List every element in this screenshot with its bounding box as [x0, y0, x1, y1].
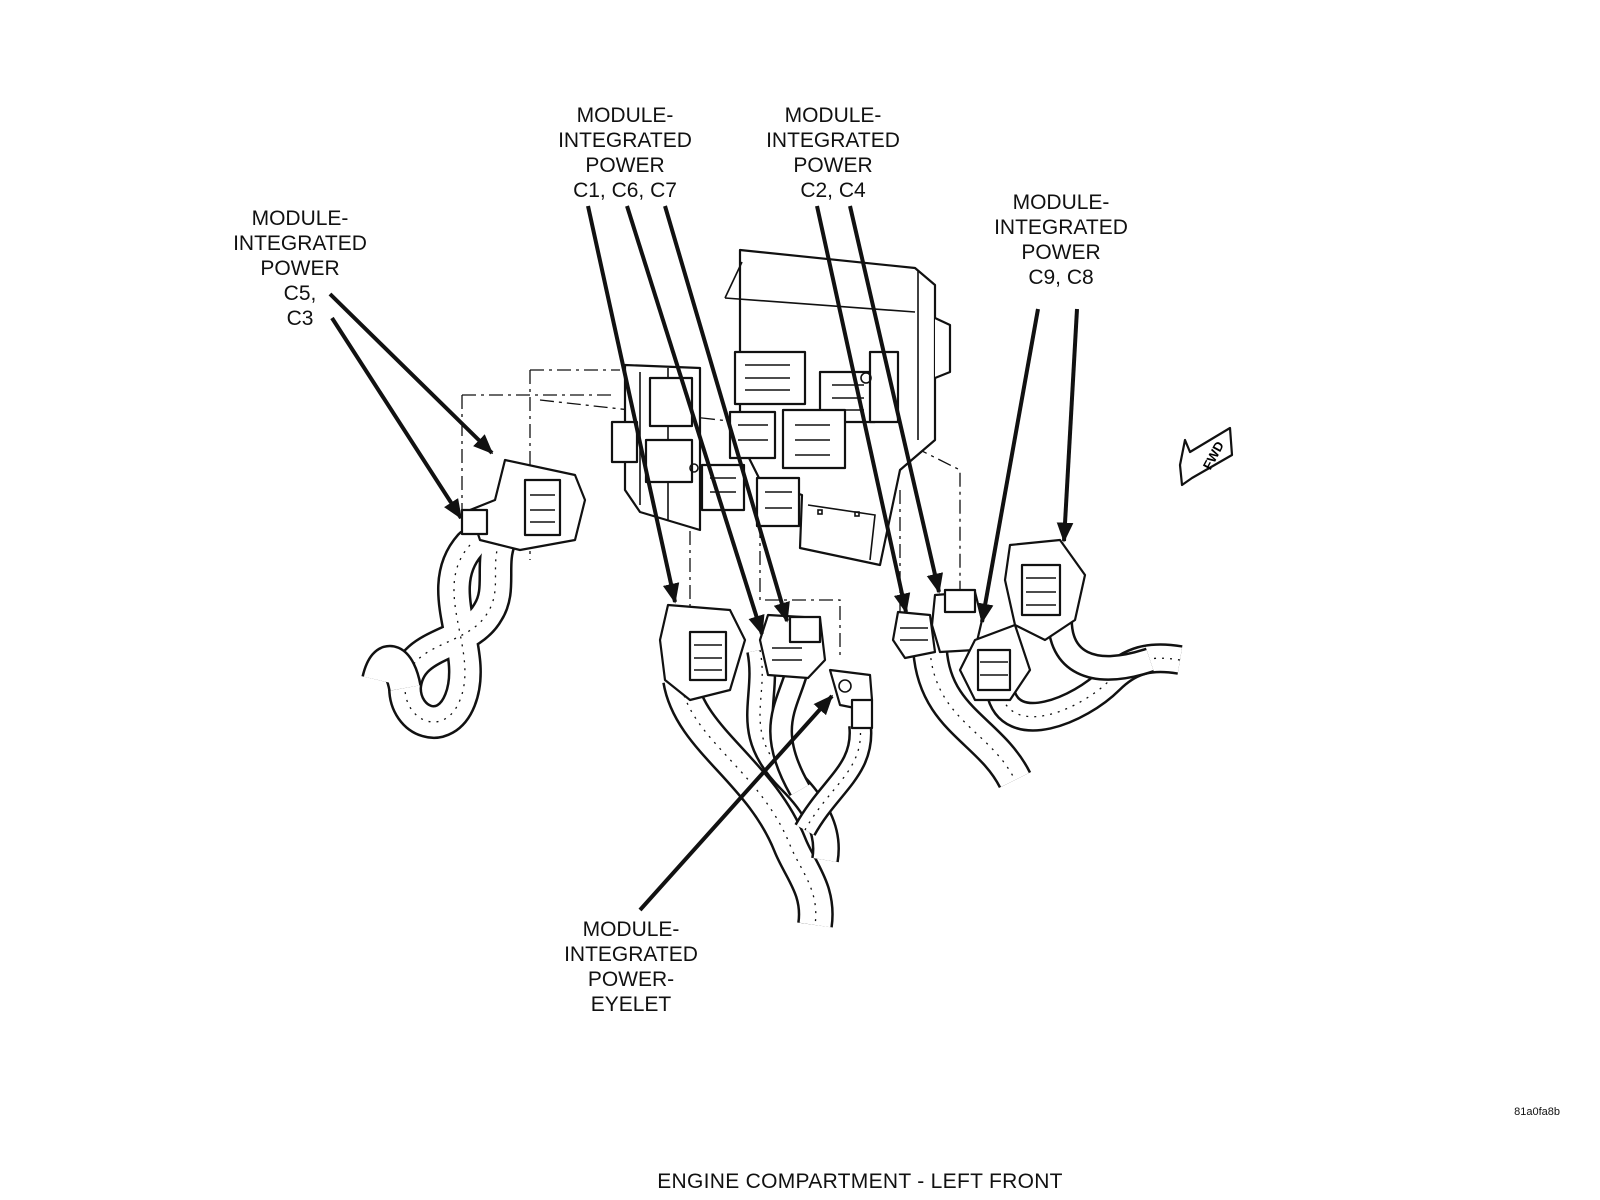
connector-eyelet — [828, 668, 874, 730]
callout-line: POWER — [585, 154, 665, 177]
callout-line: POWER — [260, 257, 340, 280]
fwd-arrow-icon: FWD — [1178, 426, 1234, 487]
callout-line: MODULE- — [784, 104, 882, 127]
arrow-c9 — [977, 308, 1040, 624]
arrow-eyelet — [638, 694, 834, 912]
connector-c8 — [1003, 538, 1087, 642]
callout-line: MODULE- — [251, 207, 349, 230]
connector-c9 — [958, 623, 1032, 702]
leader-arrows — [328, 205, 1079, 912]
arrow-c6 — [625, 205, 765, 636]
arrow-c2 — [815, 205, 911, 614]
harness-c2-c4-c9-c8 — [912, 619, 1183, 789]
callout-line: MODULE- — [1012, 191, 1110, 214]
connector-c1 — [658, 603, 747, 702]
arrow-c4 — [848, 205, 944, 594]
connector-c6-c7 — [758, 613, 827, 680]
figure-code: 81a0fa8b — [1514, 1106, 1560, 1118]
callout-line: INTEGRATED — [558, 129, 692, 152]
callout-line: INTEGRATED — [994, 216, 1128, 239]
callout-line: C2, C4 — [800, 179, 866, 202]
callout-line: EYELET — [590, 993, 672, 1016]
callout-line: C5, — [283, 282, 317, 305]
callout-c1-c6-c7: MODULE- INTEGRATED POWER C1, C6, C7 — [525, 103, 725, 203]
callout-line: C3 — [286, 307, 314, 330]
arrow-c8 — [1056, 308, 1079, 543]
callout-eyelet: MODULE- INTEGRATED POWER- EYELET — [531, 917, 731, 1017]
callout-line: MODULE- — [582, 918, 680, 941]
connector-c2 — [891, 610, 937, 660]
figure-caption: ENGINE COMPARTMENT - LEFT FRONT — [657, 1170, 1063, 1193]
arrow-c1 — [586, 205, 680, 604]
callout-line: INTEGRATED — [564, 943, 698, 966]
arrow-c3 — [330, 316, 463, 520]
callout-c5-c3: MODULE- INTEGRATED POWER C5, C3 — [200, 206, 400, 331]
power-module-housing — [610, 248, 952, 567]
callout-line: MODULE- — [576, 104, 674, 127]
callout-c2-c4: MODULE- INTEGRATED POWER C2, C4 — [733, 103, 933, 203]
callout-line: INTEGRATED — [766, 129, 900, 152]
callout-line: C9, C8 — [1028, 266, 1094, 289]
connector-c5-c3 — [460, 458, 587, 552]
callout-line: C1, C6, C7 — [573, 179, 677, 202]
callout-line: INTEGRATED — [233, 232, 367, 255]
arrow-c5 — [328, 292, 494, 455]
callout-line: POWER — [1021, 241, 1101, 264]
harness-c5-c3 — [361, 523, 517, 739]
callout-line: POWER- — [587, 968, 675, 991]
callout-line: POWER — [793, 154, 873, 177]
callout-c9-c8: MODULE- INTEGRATED POWER C9, C8 — [961, 190, 1161, 290]
arrow-c7 — [663, 205, 790, 623]
